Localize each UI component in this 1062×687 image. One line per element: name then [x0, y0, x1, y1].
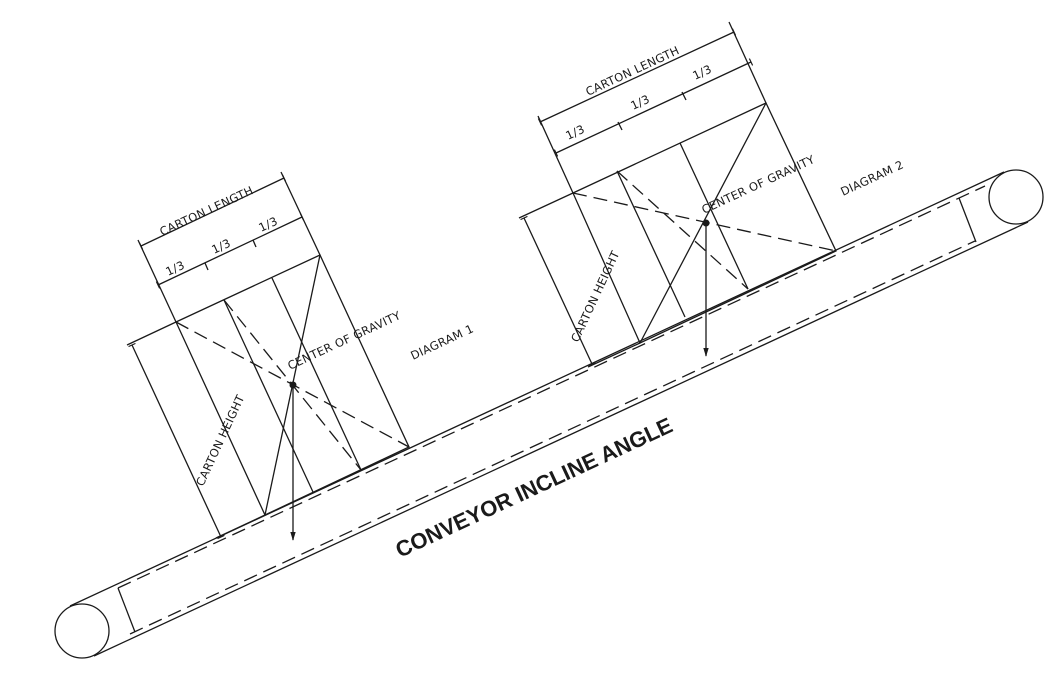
carton-1-third-line — [223, 299, 314, 493]
diagram-2: CARTON LENGTH 1/3 1/3 1/3 CARTON HEIGHT … — [518, 21, 906, 368]
thirds-2-dimline — [553, 58, 754, 157]
carton-length-2-label: CARTON LENGTH — [583, 43, 681, 99]
conveyor-top-edge — [69, 171, 1005, 607]
carton-height-1-label: CARTON HEIGHT — [193, 392, 248, 488]
carton-2-cog-guide-dash — [616, 170, 749, 290]
diagram-1-label: DIAGRAM 1 — [408, 321, 475, 362]
center-of-gravity-2-label: CENTER OF GRAVITY — [699, 152, 817, 217]
conveyor-incline-label: CONVEYOR INCLINE ANGLE — [392, 413, 677, 563]
thirds-1-tick — [204, 262, 209, 271]
conveyor-right-end — [958, 197, 977, 243]
third-1-c-label: 1/3 — [256, 214, 280, 235]
thirds-2-tick — [681, 91, 687, 101]
conveyor — [54, 169, 1044, 659]
conveyor-bottom-dash — [129, 240, 976, 635]
thirds-1-dimline — [155, 213, 305, 289]
conveyor-bottom-roller — [54, 603, 110, 659]
carton-length-1-ext-left — [137, 239, 177, 323]
third-1-b-label: 1/3 — [209, 236, 233, 257]
carton-length-2-ext-right — [728, 21, 767, 104]
conveyor-top-roller — [988, 169, 1044, 225]
carton-1-third-line — [271, 277, 362, 471]
conveyor-top-dash — [117, 185, 986, 589]
carton-height-2-label: CARTON HEIGHT — [568, 248, 623, 344]
thirds-1-tick — [252, 239, 257, 248]
third-1-a-label: 1/3 — [163, 258, 187, 279]
carton-length-1-label: CARTON LENGTH — [157, 183, 255, 239]
carton-2-third-line — [679, 142, 749, 290]
center-of-gravity-1-label: CENTER OF GRAVITY — [285, 308, 403, 373]
carton-height-2-ext — [587, 342, 641, 368]
diagram-1: CARTON LENGTH 1/3 1/3 1/3 CARTON HEIGHT … — [126, 171, 476, 541]
carton-height-2-dimline — [520, 215, 596, 367]
carton-height-1-ext — [126, 321, 177, 346]
carton-height-2-ext — [518, 192, 574, 219]
thirds-2-tick — [617, 121, 623, 131]
conveyor-bottom-edge — [93, 221, 1029, 657]
carton-length-1-ext-right — [280, 171, 321, 256]
carton-2-third-line — [616, 170, 686, 318]
diagram-2-label: DIAGRAM 2 — [838, 157, 905, 198]
carton-height-1-dimline — [128, 342, 225, 540]
third-2-c-label: 1/3 — [690, 62, 714, 83]
conveyor-left-end — [117, 587, 136, 633]
carton-height-1-ext — [215, 514, 266, 539]
